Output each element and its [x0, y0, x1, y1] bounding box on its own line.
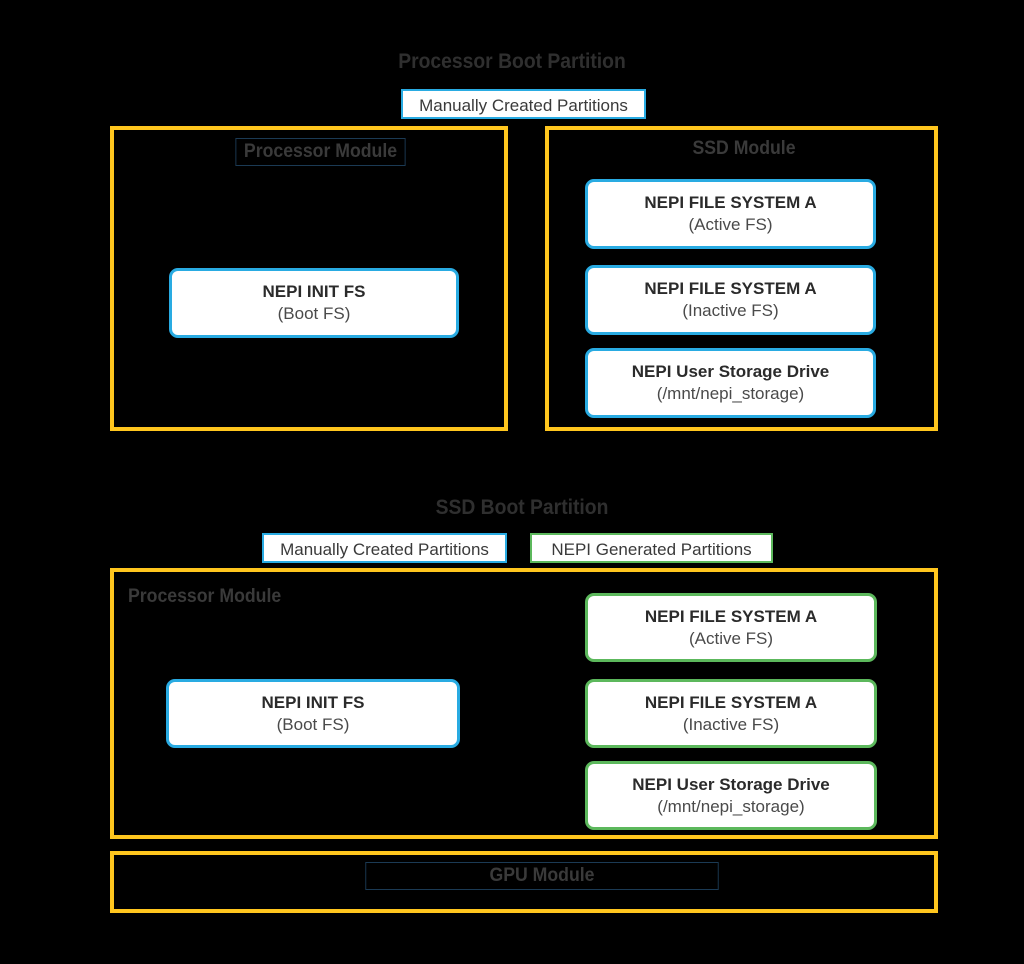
card-subtitle: (/mnt/nepi_storage) [657, 796, 805, 816]
card-nepi-user-storage-drive-bottom: NEPI User Storage Drive (/mnt/nepi_stora… [585, 761, 877, 830]
module-label-gpu-module: GPU Module [365, 862, 719, 890]
card-title: NEPI FILE SYSTEM A [644, 279, 817, 298]
card-title: NEPI INIT FS [261, 692, 365, 712]
card-subtitle: (/mnt/nepi_storage) [656, 384, 805, 403]
card-nepi-file-system-a-active-bottom: NEPI FILE SYSTEM A (Active FS) [585, 593, 877, 662]
card-subtitle: (Inactive FS) [682, 301, 779, 320]
panel-processor-module-bottom: Processor Module NEPI INIT FS (Boot FS) … [110, 568, 938, 839]
panel-ssd-module-top: SSD Module NEPI FILE SYSTEM A (Active FS… [545, 126, 938, 431]
panel-processor-module-top: Processor Module NEPI INIT FS (Boot FS) [110, 126, 508, 431]
card-nepi-file-system-a-inactive-bottom: NEPI FILE SYSTEM A (Inactive FS) [585, 679, 877, 748]
card-title: NEPI INIT FS [262, 282, 366, 301]
card-subtitle: (Active FS) [688, 628, 774, 648]
card-title: NEPI FILE SYSTEM A [644, 193, 817, 212]
section-title-processor-boot-partition: Processor Boot Partition [398, 50, 626, 73]
card-nepi-init-fs-top: NEPI INIT FS (Boot FS) [169, 268, 459, 338]
card-title: NEPI User Storage Drive [631, 362, 830, 381]
card-nepi-file-system-a-inactive-top: NEPI FILE SYSTEM A (Inactive FS) [585, 265, 876, 335]
card-subtitle: (Boot FS) [277, 304, 351, 323]
legend-manually-created-partitions-top: Manually Created Partitions [401, 89, 646, 119]
card-title: NEPI FILE SYSTEM A [644, 692, 818, 712]
legend-manually-created-partitions-bottom: Manually Created Partitions [262, 533, 507, 563]
card-subtitle: (Boot FS) [276, 714, 350, 734]
card-nepi-init-fs-bottom: NEPI INIT FS (Boot FS) [166, 679, 460, 748]
card-nepi-user-storage-drive-top: NEPI User Storage Drive (/mnt/nepi_stora… [585, 348, 876, 418]
card-title: NEPI User Storage Drive [632, 774, 830, 794]
card-title: NEPI FILE SYSTEM A [644, 606, 818, 626]
card-subtitle: (Active FS) [688, 215, 773, 234]
card-subtitle: (Inactive FS) [682, 714, 780, 734]
module-label-processor-module-top: Processor Module [235, 138, 406, 166]
module-label-processor-module-bottom: Processor Module [128, 586, 282, 607]
card-nepi-file-system-a-active-top: NEPI FILE SYSTEM A (Active FS) [585, 179, 876, 249]
legend-nepi-generated-partitions-bottom: NEPI Generated Partitions [530, 533, 773, 563]
panel-gpu-module: GPU Module [110, 851, 938, 913]
section-title-ssd-boot-partition: SSD Boot Partition [435, 496, 609, 519]
module-label-ssd-module-top: SSD Module [692, 138, 796, 159]
